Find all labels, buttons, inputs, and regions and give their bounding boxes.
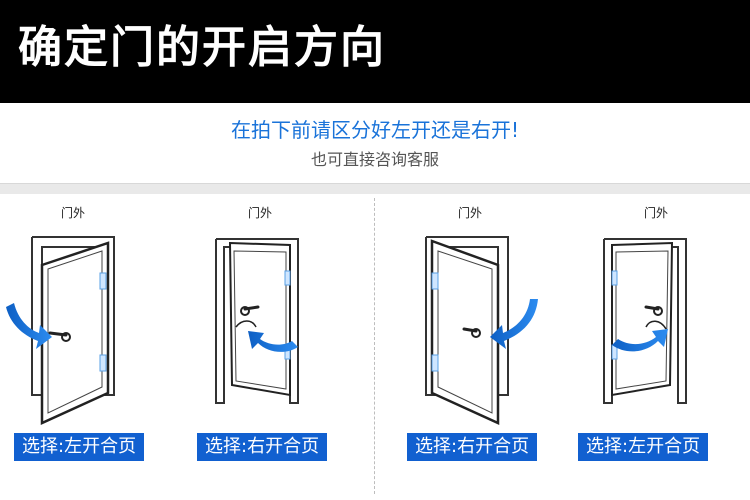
curved-arrow-icon bbox=[6, 303, 52, 349]
choice-badge-right-hinge: 选择:右开合页 bbox=[197, 433, 328, 461]
door-icon bbox=[425, 236, 509, 425]
choice-badge-right-hinge: 选择:右开合页 bbox=[407, 433, 538, 461]
outside-label: 门外 bbox=[644, 206, 669, 220]
door-illustrations bbox=[6, 236, 687, 425]
page-title: 确定门的开启方向 bbox=[18, 22, 386, 73]
instruction-text: 在拍下前请区分好左开还是右开! bbox=[230, 118, 520, 142]
choice-badge-left-hinge: 选择:左开合页 bbox=[578, 433, 709, 461]
choice-badge-left-hinge: 选择:左开合页 bbox=[14, 433, 145, 461]
curved-arrow-icon bbox=[612, 329, 668, 352]
contact-note: 也可直接咨询客服 bbox=[310, 150, 439, 169]
outside-label: 门外 bbox=[248, 206, 273, 220]
center-divider bbox=[374, 198, 375, 494]
door-icon bbox=[603, 238, 687, 404]
curved-arrow-icon bbox=[490, 299, 538, 349]
outside-label: 门外 bbox=[61, 206, 86, 220]
outside-label: 门外 bbox=[458, 206, 483, 220]
header-bar: 确定门的开启方向 bbox=[0, 0, 750, 103]
door-icon bbox=[31, 236, 115, 425]
door-icon bbox=[215, 238, 299, 404]
curved-arrow-icon bbox=[248, 331, 298, 352]
divider-strip bbox=[0, 183, 750, 194]
